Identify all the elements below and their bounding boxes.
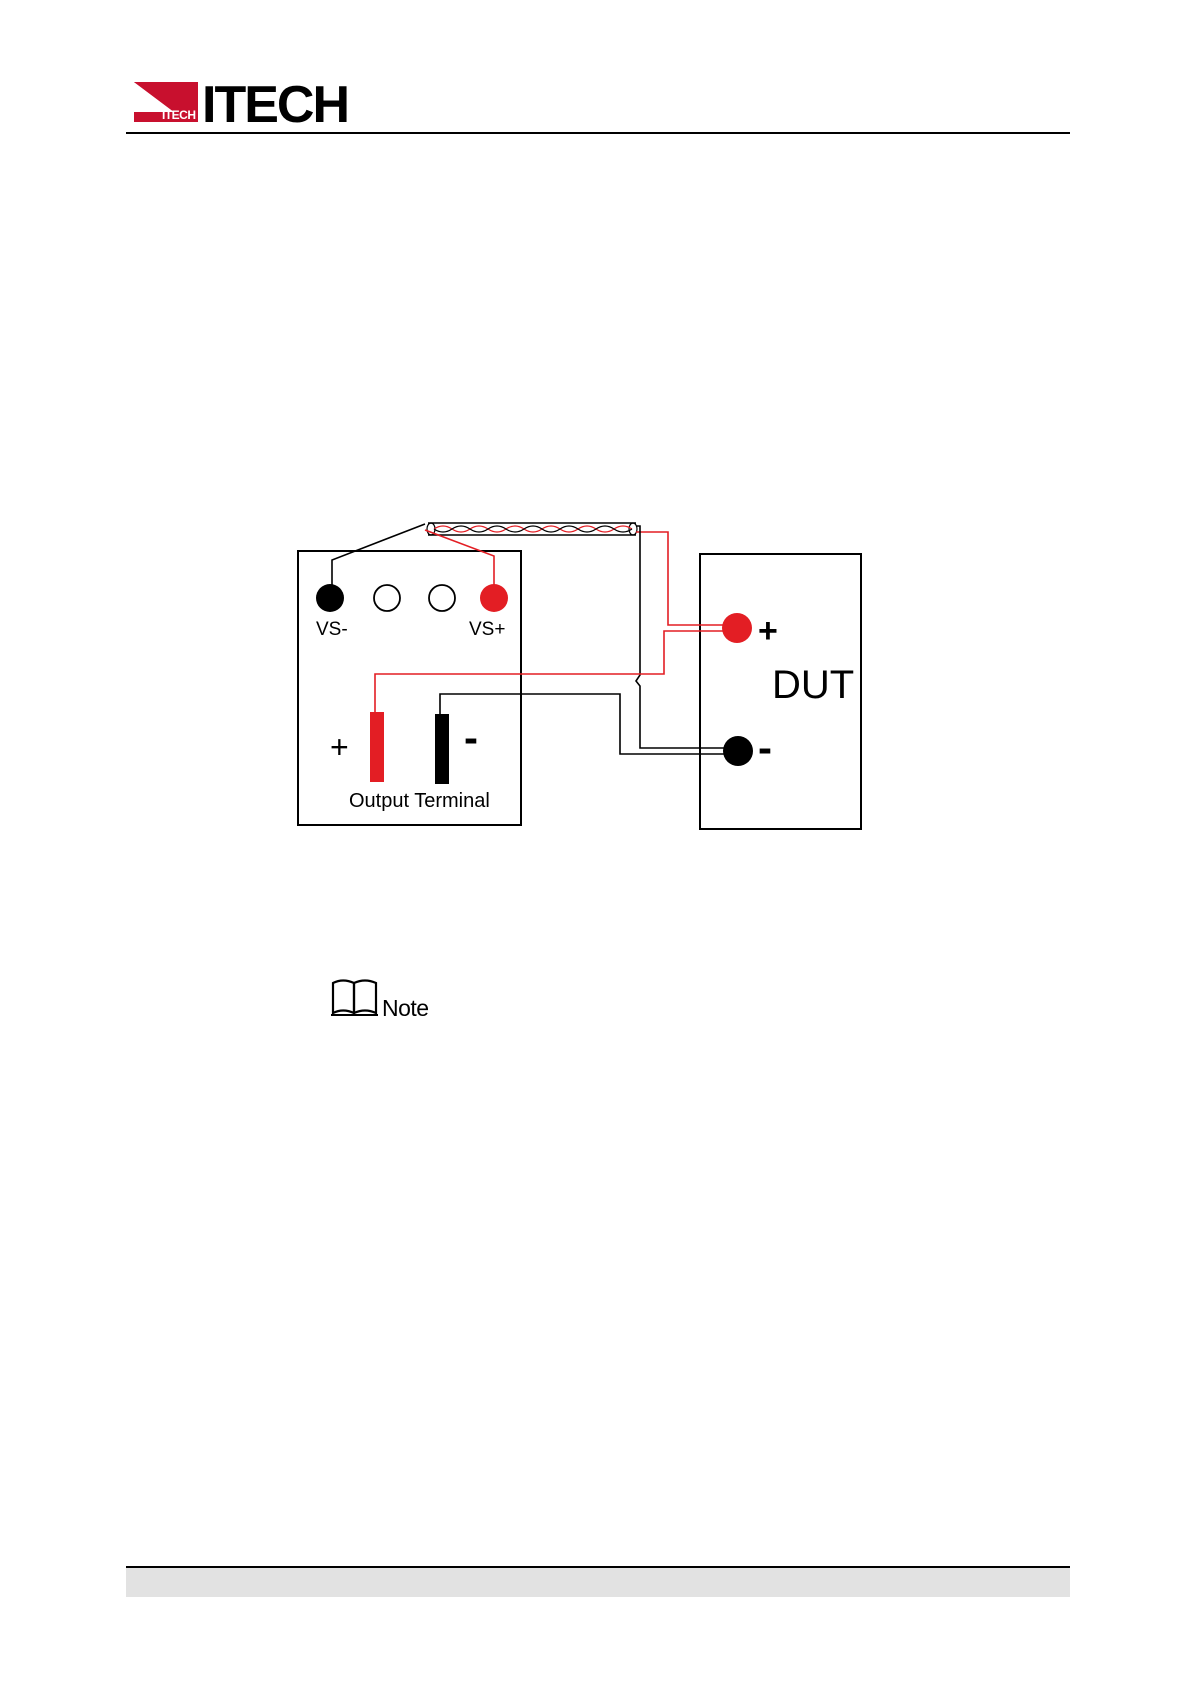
output-minus-sign: - [464,714,478,761]
dut-plus-terminal [722,613,752,643]
vs-plus-label: VS+ [469,619,505,640]
vs-minus-terminal [316,584,344,612]
note-label: Note [382,997,429,1022]
dut-minus-sign: - [758,724,772,771]
open-book-icon [330,977,380,1022]
output-plus-wire [375,631,733,718]
note-callout: Note [330,980,429,1022]
vs-plus-terminal [480,584,508,612]
vs-minus-wire [332,524,425,597]
vs-minus-label: VS- [316,619,348,640]
dut-minus-terminal [723,736,753,766]
dut-plus-sign: + [758,612,778,650]
output-plus-terminal [370,712,384,782]
blank-terminal-2 [429,585,455,611]
output-terminal-label: Output Terminal [349,790,490,812]
sense-plus-to-dut [636,532,733,625]
output-minus-terminal [435,714,449,784]
twisted-pair-cable [427,523,637,535]
blank-terminal-1 [374,585,400,611]
footer-band [126,1568,1070,1597]
sense-minus-to-dut [636,526,733,748]
output-minus-wire [440,694,733,754]
output-plus-sign: + [330,729,349,765]
dut-label: DUT [772,663,854,707]
